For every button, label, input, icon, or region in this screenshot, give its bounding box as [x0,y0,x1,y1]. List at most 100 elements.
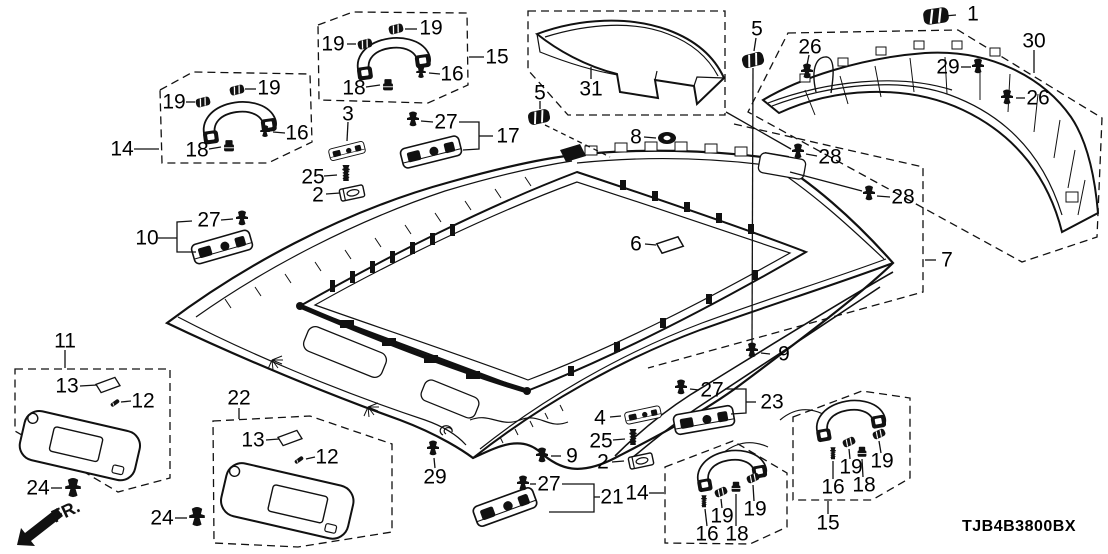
part-callout[interactable]: 8 [630,125,642,149]
part-callout[interactable]: 27 [537,472,561,496]
lamp-21 [470,485,540,529]
front-ticks [499,404,564,444]
vanity-mirror [267,484,329,524]
part-callout[interactable]: 24 [150,506,174,530]
part-callout[interactable]: 28 [891,185,915,209]
clip-29 [427,440,439,456]
part-callout[interactable]: 7 [941,248,953,272]
lens-lamp-2-bottom [627,451,655,471]
box-rear-trim-30 [747,29,1103,263]
rear-trim-end-detail [1065,191,1079,203]
part-callout[interactable]: 18 [342,76,366,100]
part-callout[interactable]: 19 [419,16,443,40]
part-callout[interactable]: 3 [342,102,354,126]
fr-direction-arrow: FR. [17,496,83,546]
part-callout[interactable]: 26 [1026,86,1050,110]
headliner-assembly [164,141,895,470]
sun-visor-driver [18,409,141,482]
mech-blocks-right [568,180,758,376]
part-callout[interactable]: 27 [197,208,221,232]
part-callout[interactable]: 18 [725,522,749,546]
part-callout[interactable]: 15 [816,511,840,535]
part-callout[interactable]: 22 [227,386,251,410]
cap-19 [228,83,246,97]
part-callout[interactable]: 19 [870,449,894,473]
part-callout[interactable]: 16 [285,121,309,145]
clip-28 [792,143,804,159]
part-callout[interactable]: 16 [440,62,464,86]
lamp-10 [189,228,255,266]
part-callout[interactable]: 24 [26,476,50,500]
clip-5 [526,107,552,127]
frame-band-lower-left [299,303,528,394]
part-callout[interactable]: 16 [821,475,845,499]
part-callout[interactable]: 9 [778,342,790,366]
visor-pivot [27,412,39,425]
part-callout[interactable]: 9 [566,444,578,468]
leader-lines [51,14,1035,527]
part-callout[interactable]: 13 [55,374,79,398]
part-callout[interactable]: 18 [852,473,876,497]
box-grab-handle-14-bottom [664,440,788,545]
screw-25 [341,164,351,182]
diagram-code: TJB4B3800BX [962,518,1076,535]
part-callout[interactable]: 27 [700,378,724,402]
part-callout[interactable]: 27 [434,110,458,134]
box-grab-handle-14-top [159,71,313,164]
part-callout[interactable]: 26 [798,35,822,59]
part-callout[interactable]: 25 [589,429,613,453]
visor-hook [324,523,338,534]
nut-18 [223,139,235,152]
part-callout[interactable]: 15 [485,45,509,69]
clip-24 [189,506,205,527]
holder-13 [94,376,122,394]
part-callout[interactable]: 11 [54,329,76,353]
part-callout[interactable]: 16 [695,522,719,546]
visor-pivot [228,465,241,478]
part-callout[interactable]: 17 [496,124,520,148]
part-callout[interactable]: 19 [162,90,186,114]
part-callout[interactable]: 19 [321,32,345,56]
part-callout[interactable]: 4 [594,406,606,430]
part-callout[interactable]: 13 [241,428,265,452]
part-callout[interactable]: 31 [579,77,603,101]
grommet-8 [658,132,676,144]
screw-16 [700,494,708,508]
part-callout[interactable]: 19 [743,497,767,521]
pin-12 [109,398,121,408]
part-callout[interactable]: 29 [936,55,960,79]
part-callout[interactable]: 12 [315,445,339,469]
screw-16 [829,446,837,460]
clip-27 [407,111,419,127]
part-callout[interactable]: 5 [751,17,763,41]
lens-lamp-2-top [338,183,366,203]
part-callout[interactable]: 6 [630,232,642,256]
part-callout[interactable]: 14 [625,481,649,505]
rear-flap-curves [614,271,894,459]
console-cutout-2 [420,379,480,419]
part-callout[interactable]: 25 [301,165,325,189]
part-callout[interactable]: 19 [710,504,734,528]
part-callout[interactable]: 10 [135,226,159,250]
box-headliner-7 [647,123,924,369]
part-callout[interactable]: 23 [760,390,784,414]
part-callout[interactable]: 19 [257,76,281,100]
nut-18 [382,78,394,91]
part-callout[interactable]: 1 [967,2,979,26]
sunshade-edges [536,24,725,87]
part-callout[interactable]: 18 [185,138,209,162]
rear-trim-inner-curve [767,80,1063,216]
part-callout[interactable]: 14 [110,137,134,161]
part-callout[interactable]: 30 [1022,29,1046,53]
part-callout[interactable]: 29 [423,465,447,489]
part-callout[interactable]: 12 [131,389,155,413]
part-callout[interactable]: 28 [818,145,842,169]
part-callout[interactable]: 5 [534,81,546,105]
part-callout[interactable]: 2 [312,183,324,207]
visor-hook [111,464,125,476]
vanity-mirror [48,426,104,463]
part-callout[interactable]: 19 [839,455,863,479]
part-callout[interactable]: 2 [597,450,609,474]
part-callout[interactable]: 21 [600,485,624,509]
